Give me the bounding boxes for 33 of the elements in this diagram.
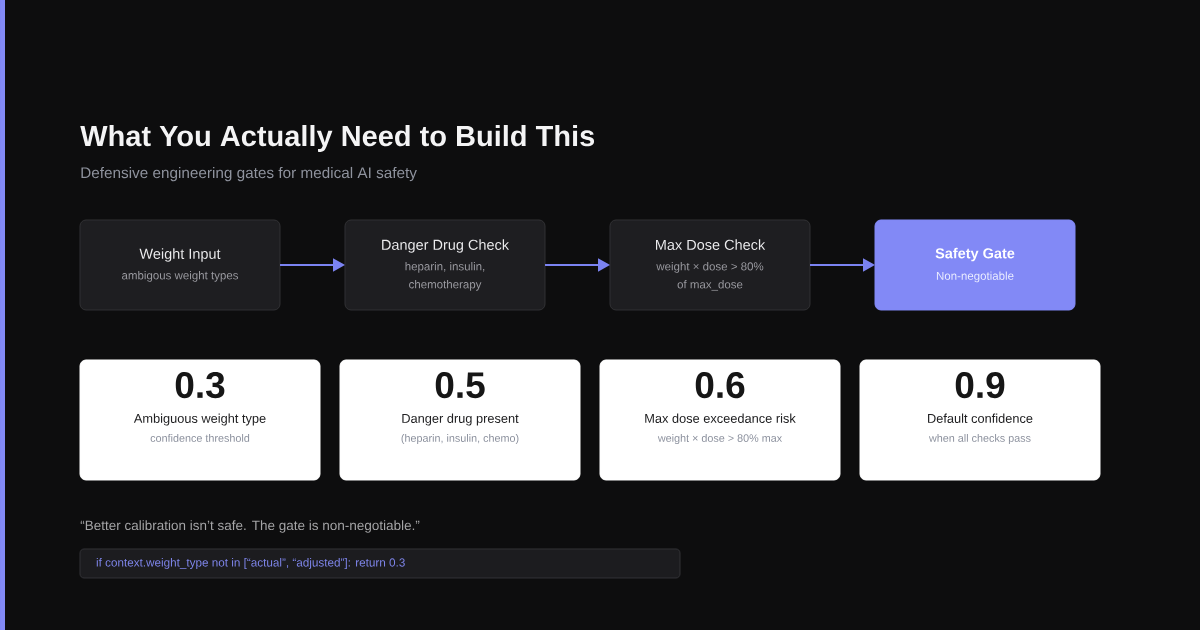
stat-value: 0.3 — [175, 372, 225, 399]
box-heading: Safety Gate — [935, 247, 1015, 262]
stat-value: 0.6 — [695, 372, 745, 399]
box-heading: Danger Drug Check — [382, 239, 510, 253]
box-caption: heparin, insulin, chemotherapy — [405, 262, 485, 291]
stat-note: confidence threshold — [150, 434, 250, 442]
stat-card — [859, 359, 1101, 481]
subtitle: Defensive engineering gates for medical AI safety — [81, 166, 417, 182]
process-box — [79, 219, 281, 311]
stat-label: Ambiguous weight type — [133, 413, 266, 426]
stat-label: Danger drug present — [402, 413, 519, 426]
stat-card — [339, 359, 581, 481]
quote: “Better calibration isn’t safe. The gate is non-negotiable.” — [80, 520, 420, 533]
stat-label: Default confidence — [928, 413, 1033, 423]
stat-value: 0.9 — [955, 372, 1005, 399]
stat-value: 0.5 — [435, 372, 485, 399]
highlighted-box — [874, 219, 1076, 311]
box-caption: Non-negotiable — [936, 271, 1014, 283]
box-caption: weight × dose > 80% of max_dose — [656, 262, 764, 291]
process-box — [344, 219, 546, 311]
code-box — [79, 548, 681, 579]
stat-note: when all checks pass — [928, 434, 1031, 445]
process-box — [609, 219, 811, 311]
stat-card — [599, 359, 841, 481]
title: What You Actually Need to Build This — [80, 125, 595, 152]
box-heading: Weight Input — [139, 248, 221, 262]
stat-label: Max dose exceedance risk — [645, 413, 796, 423]
box-caption: ambigous weight types — [122, 271, 239, 282]
stat-note: (heparin, insulin, chemo) — [401, 434, 519, 445]
stat-card — [79, 359, 321, 481]
stat-note: weight × dose > 80% max — [657, 434, 782, 445]
box-heading: Max Dose Check — [656, 239, 766, 250]
code-line: if context.weight_type not in [“actual”, “adjusted”]: return 0.3 — [96, 558, 405, 569]
